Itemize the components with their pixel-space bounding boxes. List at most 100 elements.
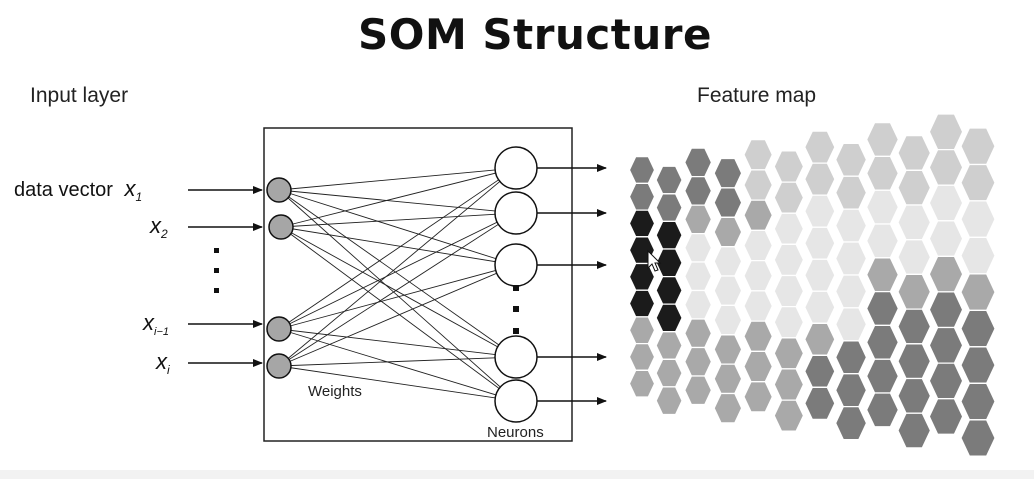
hex-cell: [803, 130, 836, 164]
hex-cell: [834, 274, 868, 309]
weight-line: [278, 189, 517, 214]
input-nodes: [266, 177, 294, 379]
hex-cell: [683, 346, 713, 377]
input-node: [268, 214, 294, 240]
hex-cell: [713, 157, 743, 189]
hex-cell: [928, 326, 964, 364]
hex-cell: [834, 405, 868, 441]
bottom-strip: [0, 470, 1034, 479]
weight-line: [278, 356, 517, 367]
hex-cell: [803, 194, 836, 228]
hex-cell: [834, 340, 868, 375]
hex-cell: [897, 134, 932, 171]
input-node: [266, 316, 292, 342]
hex-cell: [897, 273, 932, 310]
hex-cell: [773, 274, 805, 308]
hex-cell: [713, 363, 743, 395]
hex-cell: [928, 148, 964, 186]
hex-cell: [743, 138, 774, 171]
hex-cell: [928, 291, 964, 329]
input-ellipsis: [214, 248, 219, 293]
hex-cell: [928, 398, 964, 435]
hex-cell: [803, 354, 836, 388]
hex-cell: [628, 289, 656, 318]
hex-cell: [960, 200, 996, 239]
hex-cell: [655, 303, 683, 333]
hex-cell: [865, 189, 900, 225]
hex-cell: [713, 246, 743, 277]
hex-cell: [628, 262, 656, 291]
hex-cell: [713, 304, 743, 336]
hex-cell: [865, 257, 900, 293]
hex-cell: [628, 155, 656, 185]
hex-cell: [655, 358, 683, 388]
hex-cell: [803, 290, 836, 324]
hex-cell: [960, 273, 996, 312]
hex-cell: [960, 236, 996, 275]
hex-cell: [960, 127, 996, 166]
input-label-xi: xi: [155, 349, 170, 377]
hex-cell: [834, 208, 868, 243]
hex-cell: [773, 150, 805, 183]
feature-map-label: Feature map: [697, 84, 817, 107]
neuron-node: [494, 379, 538, 423]
weight-line: [278, 328, 517, 358]
hex-cell: [773, 337, 805, 370]
hex-cell: [655, 220, 683, 250]
hex-cell: [928, 220, 964, 258]
weights-box: [263, 127, 573, 442]
hex-cell: [713, 392, 743, 424]
hex-cell: [683, 232, 713, 263]
neuron-ellipsis: [513, 285, 519, 334]
hex-cell: [834, 241, 868, 276]
weight-connections: [278, 167, 517, 402]
hex-cell: [865, 155, 900, 191]
hex-cell: [655, 331, 683, 360]
hex-cell: [743, 199, 774, 232]
weight-line: [278, 212, 517, 367]
hex-cell: [803, 162, 836, 196]
hex-cell: [713, 216, 743, 248]
weight-line: [280, 226, 517, 402]
hex-cell: [655, 275, 683, 305]
hex-cell: [628, 316, 656, 345]
hex-cell: [773, 368, 805, 401]
weight-line: [278, 189, 517, 402]
hex-cell: [743, 290, 774, 322]
hex-cell: [683, 147, 713, 178]
input-label-x1: data vector x1: [14, 176, 142, 204]
weight-line: [278, 264, 517, 367]
weight-line: [278, 264, 517, 330]
hex-cell: [743, 229, 774, 262]
hex-cell: [897, 239, 932, 276]
hex-cell: [743, 259, 774, 292]
hex-cell: [628, 182, 656, 211]
hex-cell: [683, 289, 713, 320]
weights-label: Weights: [308, 383, 362, 400]
neurons-label: Neurons: [487, 424, 544, 441]
hex-cell: [865, 121, 900, 158]
page-title: SOM Structure: [358, 10, 712, 59]
input-label-x2: x2: [149, 213, 168, 241]
input-label-xi-minus-1: xi−1: [142, 310, 169, 338]
hex-cell: [743, 381, 774, 413]
hex-cell: [628, 369, 656, 398]
weight-line: [278, 167, 517, 191]
hex-cell: [960, 346, 996, 384]
hex-cell: [960, 309, 996, 348]
mouse-cursor-icon: [647, 249, 662, 272]
hex-cell: [834, 373, 868, 408]
weight-line: [278, 167, 517, 330]
neuron-node: [494, 243, 538, 287]
hex-cell: [928, 184, 964, 222]
hex-cell: [773, 399, 805, 432]
hex-cell: [897, 169, 932, 206]
neuron-node: [494, 335, 538, 379]
weight-line: [280, 212, 517, 228]
hex-cell: [773, 305, 805, 339]
input-node: [266, 177, 292, 203]
weight-line: [280, 226, 517, 266]
hex-cell: [713, 187, 743, 218]
hex-cell: [683, 261, 713, 292]
